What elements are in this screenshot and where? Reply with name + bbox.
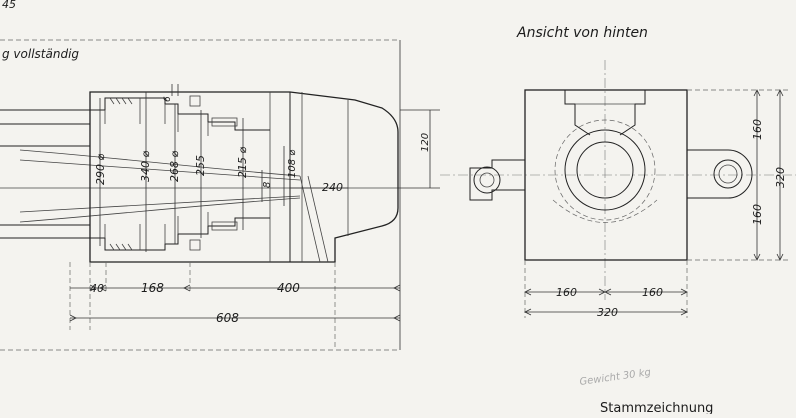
side-view: 290 ⌀ 340 ⌀ 268 ⌀ 255 215 ⌀ 108 ⌀ 8 6 24… (0, 39, 440, 351)
dim-255: 255 (194, 155, 207, 176)
dim-320-vertical: 320 (774, 167, 787, 188)
dim-6: 6 (163, 96, 173, 102)
rear-view: 160 160 320 160 160 320 (440, 60, 796, 319)
note-fragment: g vollständig (2, 47, 79, 61)
dim-8: 8 (262, 182, 273, 188)
dim-40: 40 (90, 282, 104, 295)
note-fragment-top: 45 (2, 0, 16, 11)
dim-400: 400 (277, 281, 300, 295)
dim-240: 240 (322, 181, 343, 194)
dim-108: 108 ⌀ (287, 149, 298, 178)
dim-215: 215 ⌀ (236, 147, 249, 178)
dim-320-horizontal: 320 (597, 306, 618, 319)
dim-340: 340 ⌀ (139, 151, 152, 182)
view-title: Ansicht von hinten (516, 25, 648, 41)
dim-290: 290 ⌀ (94, 154, 107, 185)
title-block: Stammzeichnung (600, 401, 713, 414)
dim-160-top: 160 (751, 119, 764, 140)
dim-168: 168 (141, 281, 164, 295)
dim-160-right: 160 (642, 286, 663, 299)
dim-268: 268 ⌀ (168, 151, 181, 182)
dim-160-bottom: 160 (751, 204, 764, 225)
dim-120: 120 (420, 133, 431, 152)
dim-160-left: 160 (556, 286, 577, 299)
weight-note: Gewicht 30 kg (579, 367, 652, 388)
dim-608: 608 (216, 311, 239, 325)
